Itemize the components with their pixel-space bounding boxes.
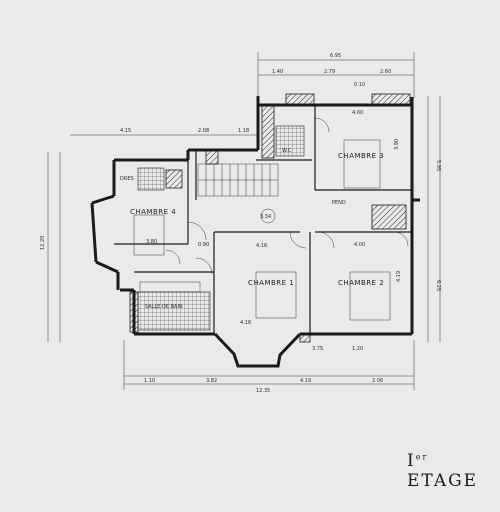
dim-ch1-w: 4.16 — [256, 243, 267, 249]
dim-ch3-w: 4.00 — [352, 110, 363, 116]
exterior-walls — [90, 96, 420, 368]
dim-upper-small: 1.18 — [238, 128, 249, 134]
furniture — [133, 139, 391, 321]
dim-upper-mid: 2.08 — [198, 128, 209, 134]
dim-ch4-w: 3.80 — [146, 239, 157, 245]
dim-ch3-h: 3.90 — [394, 139, 400, 150]
dim-right-b: 6.25 — [435, 280, 441, 291]
dim-top-b: 2.79 — [324, 69, 335, 75]
door-swings — [165, 117, 409, 275]
dim-bottom-a: 1.10 — [144, 378, 155, 384]
masonry-blocks — [129, 93, 411, 343]
dim-bottom-c: 4.19 — [300, 378, 311, 384]
level-marker-icon — [260, 208, 276, 224]
dim-bottom-b: 3.82 — [206, 378, 217, 384]
floor-title: Ier ETAGE — [407, 451, 500, 491]
room-label-pend: PEND — [332, 200, 346, 206]
room-label-chambre-4: CHAMBRE 4 — [130, 208, 176, 216]
dim-left-total: 12.20 — [40, 236, 46, 250]
dim-ch2-h: 4.19 — [396, 271, 402, 282]
floor-title-number: I — [407, 451, 416, 471]
dim-top-c: 2.60 — [380, 69, 391, 75]
tiled-areas — [137, 125, 305, 331]
dim-misc-4: 4.16 — [240, 320, 251, 326]
dimension-lines — [47, 52, 441, 390]
floor-title-sup: er — [415, 452, 429, 462]
room-label-wc: W.C — [282, 148, 292, 154]
room-label-chambre-2: CHAMBRE 2 — [338, 279, 384, 287]
staircase — [197, 163, 279, 197]
room-label-salle-de-bain: SALLE DE BAIN — [145, 304, 183, 310]
room-label-dres: DRES — [120, 176, 134, 182]
dim-upper-left: 4.15 — [120, 128, 131, 134]
room-label-chambre-3: CHAMBRE 3 — [338, 152, 384, 160]
dim-misc-1: 3.75 — [312, 346, 323, 352]
dim-misc-3: 0.90 — [198, 242, 209, 248]
dim-misc-2: 1.20 — [352, 346, 363, 352]
dim-top-d: 0.10 — [354, 82, 365, 88]
dim-bottom-d: 2.06 — [372, 378, 383, 384]
dim-top-a: 1.40 — [272, 69, 283, 75]
dim-bottom-total: 12.35 — [256, 388, 270, 394]
dim-ch2-w: 4.00 — [354, 242, 365, 248]
dim-right-a: 5.95 — [435, 160, 441, 171]
dim-top-total: 6.95 — [330, 53, 341, 59]
level-mark-text: 3.34 — [260, 214, 271, 220]
room-label-chambre-1: CHAMBRE 1 — [248, 279, 294, 287]
floor-title-word: ETAGE — [407, 471, 479, 491]
